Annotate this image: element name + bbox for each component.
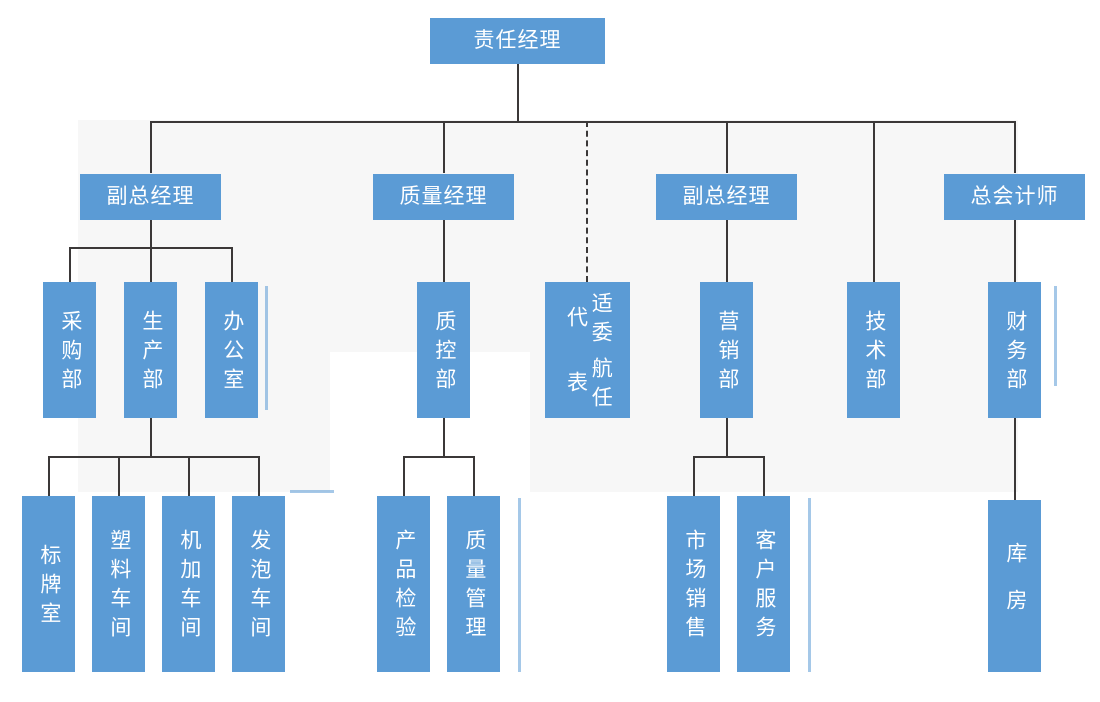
connector-to-production-dept [150, 247, 152, 282]
connector-to-sign-room [48, 456, 50, 496]
connector-to-office [231, 247, 233, 282]
connector-to-customer-service [763, 456, 765, 496]
connector-marketing-dept-bus [693, 456, 765, 458]
connector-finance-dept-to-warehouse [1014, 418, 1016, 500]
airworthiness-rep-col-left: 航任表 [564, 356, 613, 415]
box-plastics-shop[interactable]: 塑料车间 [92, 496, 145, 672]
accent-sliver-customer-service [808, 498, 811, 672]
accent-sliver-quality-mgmt [518, 498, 521, 672]
connector-deputy-gm-left-down [150, 220, 152, 248]
connector-bus-to-chief-accountant [1014, 121, 1016, 173]
connector-production-dept-down [150, 418, 152, 457]
connector-chief-accountant-to-finance [1014, 220, 1016, 282]
connector-to-foaming-shop [258, 456, 260, 496]
connector-deputy-gm-right-to-marketing [726, 220, 728, 282]
box-sign-room[interactable]: 标牌室 [22, 496, 75, 672]
connector-to-market-sales [693, 456, 695, 496]
connector-bus-to-deputy-gm-right [726, 121, 728, 173]
connector-quality-control-down [443, 418, 445, 457]
box-machining-shop[interactable]: 机加车间 [162, 496, 215, 672]
box-technology-dept[interactable]: 技术部 [847, 282, 900, 418]
box-quality-manager[interactable]: 质量经理 [373, 174, 514, 220]
connector-to-plastics-shop [118, 456, 120, 496]
connector-to-product-inspect [403, 456, 405, 496]
box-foaming-shop[interactable]: 发泡车间 [232, 496, 285, 672]
connector-bus-to-deputy-gm-left [150, 121, 152, 173]
connector-to-machining-shop [188, 456, 190, 496]
connector-main-bus [150, 121, 1016, 123]
box-marketing-dept[interactable]: 营销部 [700, 282, 753, 418]
box-office[interactable]: 办公室 [205, 282, 258, 418]
connector-to-quality-mgmt [473, 456, 475, 496]
connector-to-purchasing-dept [69, 247, 71, 282]
box-market-sales[interactable]: 市场销售 [667, 496, 720, 672]
connector-root-down [517, 64, 519, 122]
airworthiness-rep-col-right: 适委代 [564, 291, 613, 350]
box-production-dept[interactable]: 生产部 [124, 282, 177, 418]
box-warehouse[interactable]: 库房 [988, 500, 1041, 672]
connector-marketing-dept-down [726, 418, 728, 457]
box-deputy-gm-left[interactable]: 副总经理 [80, 174, 221, 220]
box-finance-dept[interactable]: 财务部 [988, 282, 1041, 418]
connector-quality-control-bus [403, 456, 475, 458]
connector-bus-to-technology-dept [873, 121, 875, 282]
accent-sliver-foaming-shop [290, 490, 334, 493]
box-deputy-gm-right[interactable]: 副总经理 [656, 174, 797, 220]
connector-bus-to-airworthiness-rep-dashed [586, 121, 588, 282]
box-purchasing-dept[interactable]: 采购部 [43, 282, 96, 418]
box-quality-mgmt[interactable]: 质量管理 [447, 496, 500, 672]
box-quality-control[interactable]: 质控部 [417, 282, 470, 418]
accent-sliver-office [265, 286, 268, 410]
box-airworthiness-rep[interactable]: 适委代航任表 [545, 282, 630, 418]
box-customer-service[interactable]: 客户服务 [737, 496, 790, 672]
box-chief-accountant[interactable]: 总会计师 [944, 174, 1085, 220]
connector-production-dept-bus [48, 456, 259, 458]
background-notch-2 [484, 390, 530, 430]
connector-bus-to-quality-manager [443, 121, 445, 173]
box-product-inspect[interactable]: 产品检验 [377, 496, 430, 672]
accent-sliver-finance [1054, 286, 1057, 386]
box-responsible-manager[interactable]: 责任经理 [430, 18, 605, 64]
connector-quality-manager-to-quality-control [443, 220, 445, 282]
